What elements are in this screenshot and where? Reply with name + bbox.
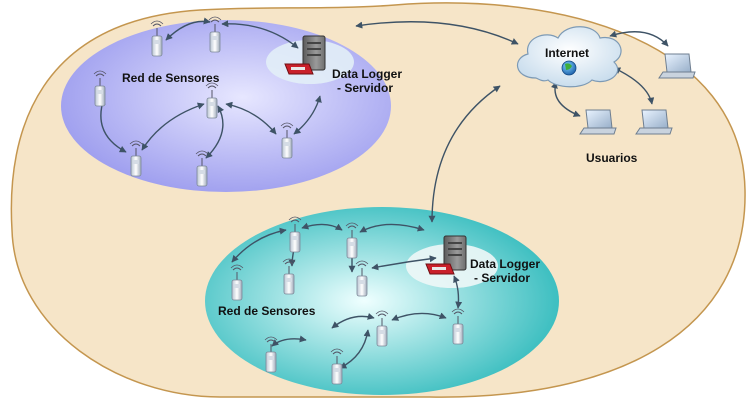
logger-label-bottom-line1: Data Logger: [470, 257, 540, 271]
network-label-bottom: Red de Sensores: [218, 304, 316, 318]
internet-label: Internet: [545, 46, 589, 60]
logger-label-bottom-line2: - Servidor: [474, 271, 530, 285]
network-label-top: Red de Sensores: [122, 71, 220, 85]
sensor-network-bottom-region: [205, 207, 559, 395]
logger-label-top-line1: Data Logger: [332, 67, 402, 81]
internet-cloud-icon: [517, 26, 622, 88]
connection-links: [98, 17, 669, 369]
users-label: Usuarios: [586, 151, 638, 165]
sensor-network-top-region: [61, 20, 391, 192]
logger-label-top-line2: - Servidor: [337, 81, 393, 95]
